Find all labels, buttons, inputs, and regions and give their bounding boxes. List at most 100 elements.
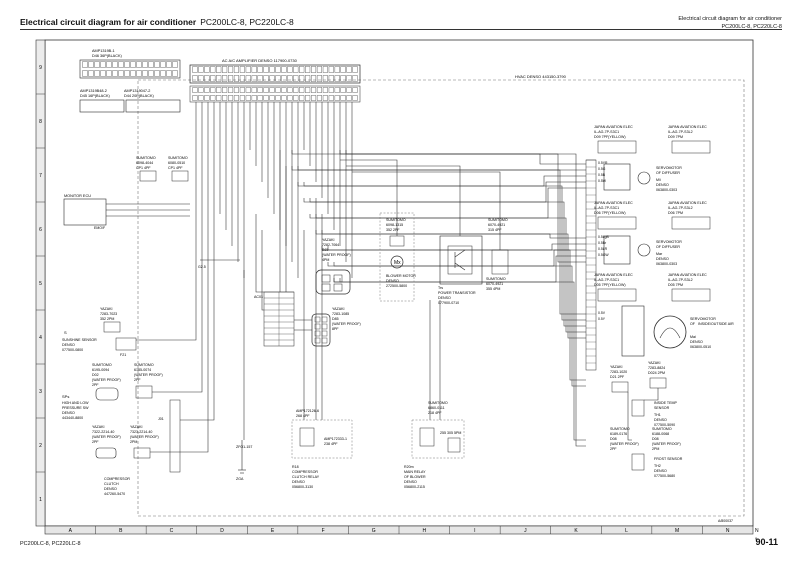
row-label: 4: [39, 335, 42, 341]
amplifier-pin: [216, 75, 222, 82]
amp-top-pin: [130, 70, 136, 77]
amp-left-2-body: [125, 99, 181, 113]
yazaki-8pf-label-5: 8PF: [332, 327, 339, 331]
amplifier-pin: [299, 75, 305, 82]
amplifier-strip-pin: [352, 87, 358, 93]
strip-wire: [180, 198, 215, 421]
diff1-connector: [597, 140, 637, 154]
pin-note: 0.5LgB: [598, 235, 609, 239]
left-terminal-strip: J01: [158, 399, 181, 473]
amplifier-strip-pin: [334, 87, 340, 93]
sunshine-S: S: [64, 330, 67, 335]
amplifier-pin: [305, 66, 311, 73]
sunshine-sensor-symbol: [115, 337, 137, 351]
amplifier-pin: [239, 75, 245, 82]
sumitomo-left-connectors: SUMITOMO 6098-4044 CP1 4PF SUMITOMO 6080…: [136, 156, 189, 182]
amplifier-pin: [293, 75, 299, 82]
amplifier-pin: [322, 66, 328, 73]
yazaki-comp-label-1: YAZAKI: [92, 425, 105, 429]
yazaki-2pf-body: [611, 381, 629, 393]
amplifier-strip-pin: [257, 87, 263, 93]
amplifier-pin: [281, 66, 287, 73]
yazaki-comp-body: [95, 447, 117, 459]
diff2b-label-1: JAPAN AVIATION ELEC: [668, 201, 707, 205]
diagram-frame: [44, 39, 754, 527]
bl-relay-label-4: DENSO: [404, 480, 417, 484]
amplifier-pin: [210, 66, 216, 73]
column-label: D: [220, 528, 224, 534]
amplifier-pin: [192, 75, 198, 82]
amp-top-pin: [142, 70, 148, 77]
yazaki-8pf-pin: [314, 330, 321, 337]
yazaki-sun-label-2: 7283-7023: [100, 312, 117, 316]
servo3-label-6: 063800-0510: [690, 345, 711, 349]
relay-conn-1-label-2: 268 4PF: [296, 414, 310, 418]
power-label-3: DENSO: [438, 296, 451, 300]
amplifier-strip-pin: [222, 95, 228, 101]
amplifier-pin: [263, 66, 269, 73]
amplifier-pin: [281, 75, 287, 82]
power-label-1: Trs: [438, 286, 443, 290]
clutch-label-1: COMPRESSOR: [104, 477, 130, 481]
amp-top-pin: [82, 70, 88, 77]
diffuser-block-2: JAPAN AVIATION ELEC IL-AG-7P-S3C1 D06 7P…: [594, 201, 711, 266]
amplifier-pin: [346, 75, 352, 82]
pressure-label-1: HIGH AND LOW: [62, 401, 89, 405]
inside-outside-block: JAPAN AVIATION ELEC IL-AG-7P-S3C1 D05 7P…: [594, 273, 734, 357]
amp-top-pin: [106, 70, 112, 77]
yazaki-comp-label-4: 2PF: [92, 440, 99, 444]
yazaki-8pf-pin: [321, 330, 328, 337]
yazaki-center-pin-3: [321, 283, 331, 292]
amplifier-pin: [322, 75, 328, 82]
ac01-label: AC01: [254, 295, 263, 299]
servo-wire: [309, 214, 586, 333]
amplifier-strip-pin: [204, 95, 210, 101]
row-label: 1: [39, 497, 42, 503]
amplifier-pin: [287, 75, 293, 82]
diff1-motor-symbol: [637, 171, 651, 185]
center-terminal-block: AC01: [254, 291, 295, 347]
amplifier-pin: [222, 66, 228, 73]
amplifier-strip-pin: [245, 87, 251, 93]
frost-label-3: DENSO: [654, 469, 667, 473]
sunshine-label-2: DENSO: [62, 343, 75, 347]
amp-top-pin: [172, 70, 178, 77]
left-strip-body: [169, 399, 181, 473]
amplifier-strip-pin: [216, 87, 222, 93]
row-label: 9: [39, 65, 42, 71]
amp-top-pin: [88, 70, 94, 77]
servo1-label-4: DENSO: [656, 183, 669, 187]
inside-temp-label-5: 077500-5090: [654, 423, 675, 427]
servo-wire: [291, 166, 586, 315]
column-label: M: [675, 528, 679, 534]
drawing-code: A/800037: [718, 519, 733, 523]
diff3b-connector: [671, 288, 711, 302]
amplifier-pin: [251, 75, 257, 82]
frost-conn-b-label-4: (WATER PROOF): [652, 442, 681, 446]
amplifier-pin: [227, 66, 234, 73]
yazaki-8pf-label-1: YAZAKI: [332, 307, 345, 311]
amplifier-strip-pin: [275, 87, 281, 93]
pin-note: 0.5V: [598, 311, 606, 315]
yazaki-center-pin-1: [321, 274, 331, 283]
amplifier-strip-pin: [293, 95, 299, 101]
servo-wire: [315, 187, 586, 219]
bb-label-1: SUMITOMO: [134, 363, 154, 367]
amplifier-pin: [239, 66, 245, 73]
amplifier-pin: [222, 75, 228, 82]
diff1-motor-box: [603, 163, 631, 191]
bl-relay-label-2: MAIN RELAY: [404, 470, 426, 474]
diff3-label-2: IL-AG-7P-S3C1: [594, 278, 619, 282]
amp-left-1-body: [79, 99, 125, 113]
amplifier-pin: [257, 75, 263, 82]
pin-note: 0.5LR: [598, 247, 608, 251]
amplifier-strip-pin: [328, 95, 334, 101]
amplifier-pin: [257, 66, 263, 73]
relay-conn-1-label-1: AMP172126-6: [296, 409, 319, 413]
amplifier-strip-pin: [227, 95, 234, 101]
amplifier-strip-pin: [346, 95, 352, 101]
yazaki-center-label-4: (WATER PROOF): [322, 253, 351, 257]
pressure-label-4: 443440-8800: [62, 416, 83, 420]
yazaki-center-label-1: YAZAKI: [322, 238, 335, 242]
amplifier-strip-pin: [204, 87, 210, 93]
